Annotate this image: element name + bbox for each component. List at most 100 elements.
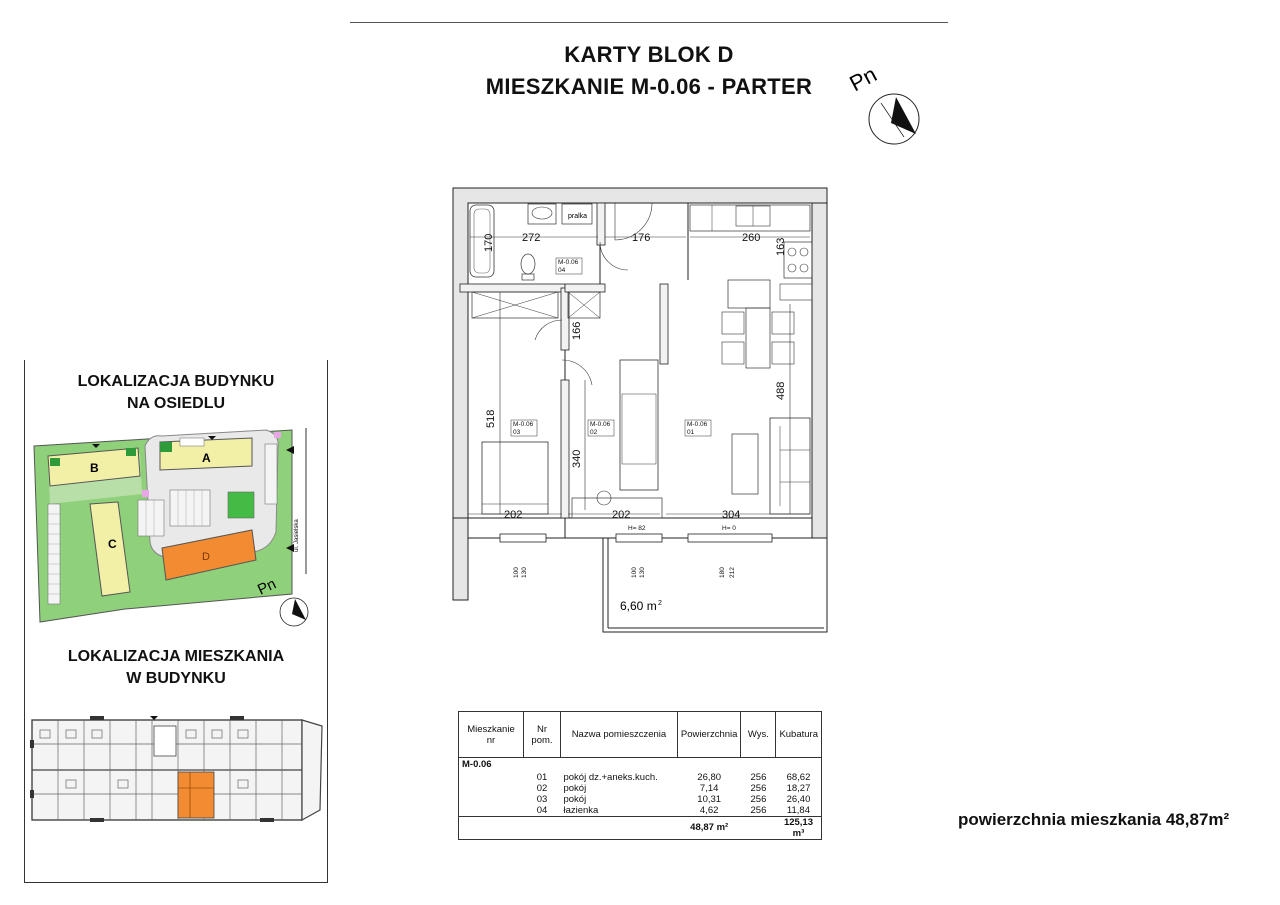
room-no: 01 [536, 771, 548, 783]
room-02-code: M-0.06 [590, 421, 611, 428]
room-area: 4,62 [699, 804, 719, 816]
room-02-no: 02 [590, 429, 598, 436]
dining-table [727, 279, 771, 309]
room-height: 256 [750, 782, 767, 794]
dim-hall-h: 166 [571, 322, 583, 340]
room-name: pokój dz.+aneks.kuch. [563, 771, 658, 783]
estate-north-arrow: Pn [256, 575, 309, 627]
street-label: ul. Jasielska [294, 519, 300, 552]
dim-win2-b: 130 [639, 567, 646, 578]
total-area: 48,87 m² [690, 822, 729, 833]
table-flat-row: M-0.06 [459, 758, 822, 772]
estate-compass-icon [279, 597, 309, 627]
dim-kitchen-w: 260 [742, 232, 760, 244]
building-b [47, 447, 141, 487]
dim-win1-b: 130 [521, 567, 528, 578]
compass-icon [868, 93, 920, 145]
flat-area-summary: powierzchnia mieszkania 48,87m² [958, 810, 1230, 829]
building-floor-map [30, 716, 323, 822]
dim-win3-b: 212 [729, 567, 736, 578]
rooms-table: Mieszkanie nr Nr pom. Nazwa pomieszczeni… [458, 711, 822, 840]
dim-win1-a: 100 [513, 567, 520, 578]
room-04-no: 04 [558, 267, 566, 274]
location-panel [24, 360, 328, 883]
window-room-03 [499, 533, 547, 543]
building-a-label: A [202, 451, 211, 465]
room-area: 26,80 [697, 771, 722, 783]
wardrobe-hall [471, 291, 559, 319]
th-flat: Mieszkanie nr [458, 711, 524, 758]
room-volume: 68,62 [786, 771, 811, 783]
room-volume: 18,27 [786, 782, 811, 794]
room-name: pokój [563, 793, 587, 805]
flat-code: M-0.06 [462, 759, 492, 771]
table-total-row: 48,87 m² 125,13 m³ [458, 816, 822, 839]
sill-0: H= 0 [722, 525, 736, 532]
flat-heading-2: W BUDYNKU [126, 670, 226, 687]
outer-walls [452, 187, 828, 601]
dim-room2-h: 340 [571, 450, 583, 468]
room-area: 10,31 [697, 793, 722, 805]
building-d-label: D [202, 551, 210, 563]
dim-living-h: 488 [775, 382, 787, 400]
flat-heading-1: LOKALIZACJA MIESZKANIA [67, 648, 285, 665]
th-volume: Kubatura [779, 729, 818, 740]
page-title: KARTY BLOK D [564, 42, 734, 67]
th-height: Wys. [740, 711, 777, 758]
apartment-highlight [177, 771, 215, 819]
kitchen-counter [689, 204, 811, 232]
room-volume: 26,40 [786, 793, 811, 805]
table-row: 02 pokój 7,14 256 18,27 [459, 783, 822, 794]
room-01-code: M-0.06 [687, 421, 708, 428]
th-room-name: Nazwa pomieszczenia [560, 711, 678, 758]
estate-north-label: Pn [256, 575, 279, 598]
room-name: pokój [563, 782, 587, 794]
building-b-label: B [90, 461, 99, 475]
north-needle-icon [891, 97, 916, 134]
table-row: 03 pokój 10,31 256 26,40 [459, 794, 822, 805]
floor-plan: pralka 6,60 m [452, 187, 828, 633]
table-row: 04 łazienka 4,62 256 11,84 [459, 805, 822, 817]
sill-82: H= 82 [628, 525, 646, 532]
building-c-label: C [108, 537, 117, 551]
bed-room-03 [481, 441, 549, 515]
bed-room-02 [619, 359, 659, 491]
th-room-no: Nr pom. [523, 711, 561, 758]
room-01-no: 01 [687, 429, 695, 436]
coffee-table [731, 433, 759, 495]
dim-kitchen-h: 163 [775, 238, 787, 256]
total-volume: 125,13 m³ [783, 816, 813, 839]
terrace-area-unit: 2 [658, 600, 662, 607]
dim-room3-w: 202 [504, 509, 522, 521]
dim-room3-h: 518 [485, 410, 497, 428]
room-03-code: M-0.06 [513, 421, 534, 428]
dim-bath-h: 170 [483, 234, 495, 252]
room-height: 256 [750, 804, 767, 816]
terrace [602, 538, 828, 633]
cooktop [783, 241, 813, 279]
page-subtitle: MIESZKANIE M-0.06 - PARTER [485, 74, 813, 99]
dim-room2-w: 202 [612, 509, 630, 521]
estate-heading-1: LOKALIZACJA BUDYNKU [77, 373, 275, 390]
dim-win3-a: 180 [719, 567, 726, 578]
window-room-02 [615, 533, 663, 543]
room-height: 256 [750, 771, 767, 783]
room-volume: 11,84 [786, 804, 810, 816]
dim-living-w: 304 [722, 509, 740, 521]
estate-site-map: ul. Jasielska B A C D [33, 428, 307, 623]
dim-bath-w: 272 [522, 232, 540, 244]
room-area: 7,14 [699, 782, 719, 794]
window-living [687, 533, 773, 543]
room-no: 03 [536, 793, 548, 805]
wardrobe-room-02 [567, 291, 601, 319]
dining-table-base [745, 307, 771, 369]
top-rule [350, 22, 948, 23]
room-no: 04 [536, 804, 548, 816]
pralka-label: pralka [568, 213, 587, 220]
washing-machine [561, 203, 593, 225]
dim-hall-w: 176 [632, 232, 650, 244]
th-area: Powierzchnia [677, 711, 742, 758]
terrace-area: 6,60 m [620, 599, 657, 613]
toilet [520, 253, 536, 275]
building-d [161, 529, 257, 581]
